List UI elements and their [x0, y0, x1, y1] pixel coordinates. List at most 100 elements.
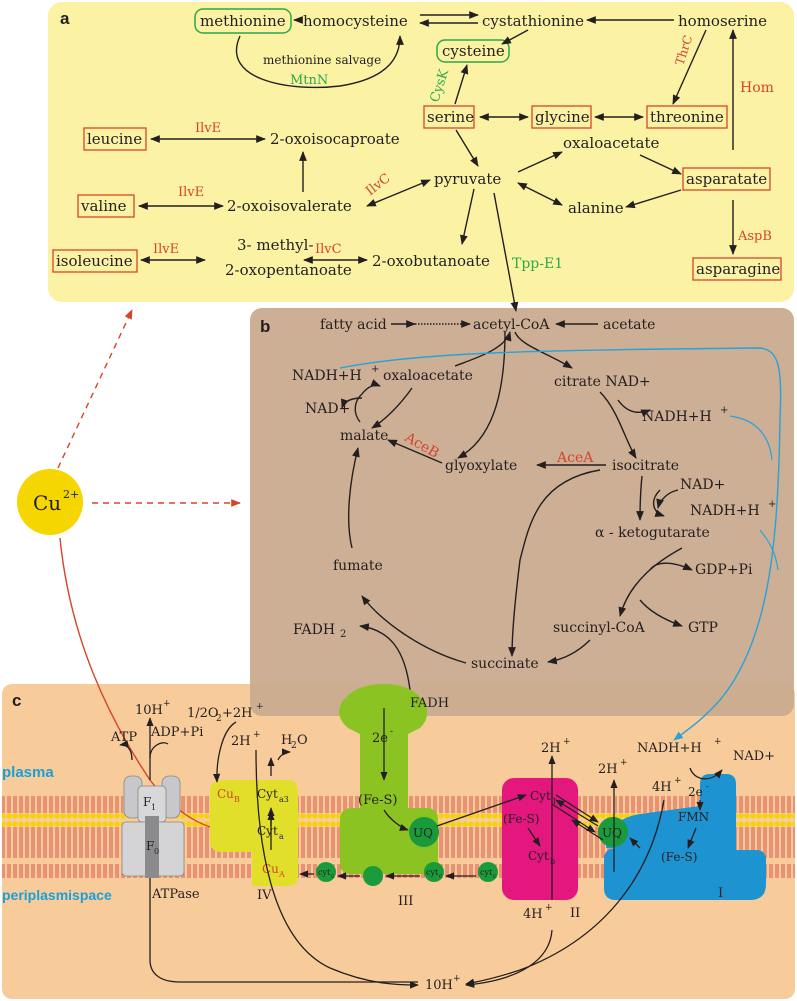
complex-i-label: I — [718, 886, 723, 901]
h2-b-sup: + — [563, 737, 571, 747]
nadh-label-2: NADH+H — [642, 409, 712, 425]
h4-a-label: 4H — [652, 780, 672, 795]
h2o-tail: O — [297, 733, 308, 748]
nad-etc-label: NAD+ — [733, 749, 775, 764]
isocitrate-label: isocitrate — [612, 458, 679, 474]
glycine-label: glycine — [535, 108, 590, 126]
atp-label: ATP — [110, 730, 137, 745]
fadh2-label: FADH — [293, 622, 335, 638]
asparatate-box — [682, 167, 771, 191]
serine-label: serine — [427, 108, 474, 126]
h2-c-label: 2H — [598, 762, 618, 777]
ilve-enzyme-1: IlvE — [195, 121, 221, 136]
leucine-label: leucine — [87, 130, 142, 148]
glyoxylate-label: glyoxylate — [445, 458, 517, 474]
threonine-box — [646, 105, 728, 129]
panel-label-c: c — [12, 691, 21, 710]
o2-sub: 2 — [216, 714, 222, 724]
h2-b-label: 2H — [541, 741, 561, 756]
asparagine-box — [692, 257, 782, 281]
o2-h-label: +2H — [222, 706, 253, 721]
oxobutanoate-label: 2-oxobutanoate — [372, 252, 490, 270]
citrate-label: citrate NAD+ — [554, 374, 651, 390]
atpase-label: ATPase — [151, 887, 200, 902]
panel-label-a: a — [60, 9, 70, 28]
homoserine-label: homoserine — [678, 12, 767, 30]
homocysteine-label: homocysteine — [303, 12, 408, 30]
plasma-label: plasma — [2, 764, 54, 781]
h2o-sub: 2 — [291, 741, 297, 751]
asparagine-label: asparagine — [696, 260, 780, 278]
svg-text:cyt: cyt — [318, 868, 331, 877]
e2-iii-sup: - — [390, 727, 393, 737]
mtnn-enzyme: MtnN — [290, 73, 328, 88]
svg-text:c: c — [331, 873, 335, 880]
isoleucine-box — [52, 249, 138, 273]
methyl-oxopentanoate-label-2: 2-oxopentanoate — [225, 261, 352, 279]
svg-text:cyt: cyt — [480, 868, 493, 877]
cysteine-label: cysteine — [442, 42, 505, 60]
cu-to-panel-a-arrow — [57, 309, 133, 469]
h4-b-label: 4H — [523, 907, 543, 922]
panel-label-b: b — [260, 317, 270, 336]
nadh-blue-arrow — [339, 347, 782, 741]
svg-text:c: c — [493, 873, 497, 880]
f1-label: F — [143, 795, 151, 809]
cyt1-label: Cyt — [530, 789, 551, 803]
oxoisocaproate-label: 2-oxoisocaproate — [270, 130, 400, 148]
succinyl-coa-label: succinyl-CoA — [553, 620, 646, 636]
h2-c-sup: + — [620, 758, 628, 768]
cu-to-complex-iv-arrow — [59, 537, 223, 833]
fes-ii-label: (Fe-S) — [503, 812, 539, 826]
nadh-sup-3: + — [768, 499, 776, 510]
panel-b-arrows — [341, 320, 693, 691]
complex-iv-label: IV — [257, 888, 272, 903]
serine-box — [423, 105, 475, 129]
fes-i-label: (Fe-S) — [661, 850, 697, 864]
nadh-label-3: NADH+H — [690, 503, 760, 519]
fumate-label: fumate — [333, 558, 383, 574]
gdp-label: GDP+Pi — [695, 562, 753, 578]
cua-label: Cu — [262, 862, 279, 876]
isoleucine-label: isoleucine — [56, 252, 133, 270]
nadh-sup-2: + — [720, 405, 728, 416]
cysteine-box — [436, 39, 510, 63]
threonine-label: threonine — [650, 108, 724, 126]
copper-ion-label: Cu — [33, 491, 61, 515]
cua-sub: A — [278, 870, 285, 879]
adp-label: ADP+Pi — [150, 725, 203, 740]
tpp-e1-enzyme: Tpp-E1 — [512, 256, 563, 272]
nad-label-1: NAD+ — [305, 401, 350, 417]
h2-a-label: 2H — [231, 734, 251, 749]
gtp-label: GTP — [688, 620, 718, 636]
oxaloacetate-b-label: oxaloacetate — [383, 368, 473, 384]
leucine-box — [83, 127, 147, 151]
periplasm-label: periplasmispace — [2, 887, 112, 903]
fadh2-sub: 2 — [340, 629, 346, 640]
h10-top-sup: + — [163, 699, 171, 709]
aspb-enzyme: AspB — [737, 229, 772, 244]
h10-bottom-label: 10H — [425, 978, 453, 993]
svg-text:c: c — [439, 873, 443, 880]
atp-synthase: F 1 F 0 — [121, 775, 185, 878]
complex-ii-label: II — [570, 906, 580, 921]
ilve-enzyme-3: IlvE — [153, 242, 179, 257]
cyt1-sub: 1 — [552, 797, 557, 806]
e2-iii-label: 2e — [372, 731, 388, 746]
fmn-label: FMN — [678, 810, 709, 824]
nadh-blue-link-1 — [729, 415, 773, 461]
copper-ion-charge: 2+ — [63, 488, 79, 501]
panel-c-arrows — [119, 708, 723, 989]
methionine-salvage-label: methionine salvage — [263, 53, 381, 67]
e2-i-label: 2e — [688, 785, 703, 799]
f0-sub: 0 — [154, 847, 159, 856]
asparatate-label: asparatate — [686, 170, 767, 188]
nadh-label-1: NADH+H — [292, 368, 362, 384]
cub-label: Cu — [217, 787, 234, 801]
nadh-etc-label: NADH+H — [637, 741, 702, 756]
oxoisovalerate-label: 2-oxoisovalerate — [227, 197, 352, 215]
h4-b-sup: + — [545, 903, 553, 913]
acetyl-coa-label: acetyl-CoA — [473, 317, 550, 333]
succinate-label: succinate — [471, 656, 539, 672]
